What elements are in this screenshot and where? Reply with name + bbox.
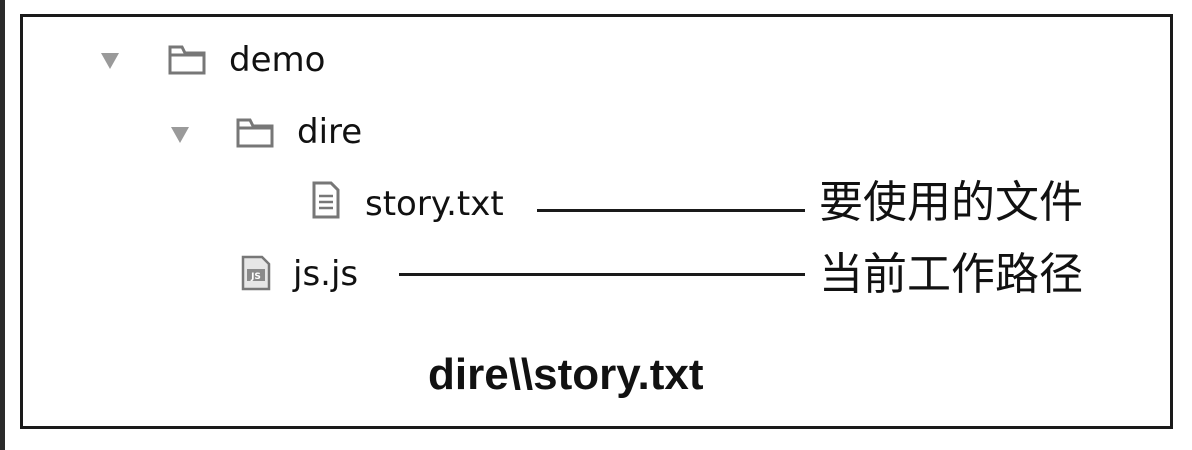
tree-item-js-label[interactable]: js.js	[293, 254, 359, 294]
triangle-down-icon[interactable]	[171, 127, 189, 143]
leader-line-js	[399, 273, 805, 276]
annotation-story: 要使用的文件	[819, 177, 1083, 228]
leader-line-story	[537, 209, 805, 212]
left-edge-bar	[0, 0, 5, 450]
tree-item-dire-label[interactable]: dire	[297, 112, 363, 152]
js-file-icon: JS	[241, 255, 271, 291]
diagram-frame: demo dire story.txt 要使用的文件 JS js.js 当前工作…	[20, 14, 1173, 429]
js-badge-text: JS	[250, 272, 261, 282]
triangle-down-icon[interactable]	[101, 53, 119, 69]
tree-item-story-label[interactable]: story.txt	[365, 184, 504, 224]
text-file-icon	[311, 180, 341, 220]
tree-item-demo-label[interactable]: demo	[229, 40, 326, 80]
folder-icon	[235, 116, 275, 150]
path-caption: dire\\story.txt	[428, 350, 704, 399]
annotation-js: 当前工作路径	[819, 249, 1083, 300]
folder-icon	[167, 43, 207, 77]
